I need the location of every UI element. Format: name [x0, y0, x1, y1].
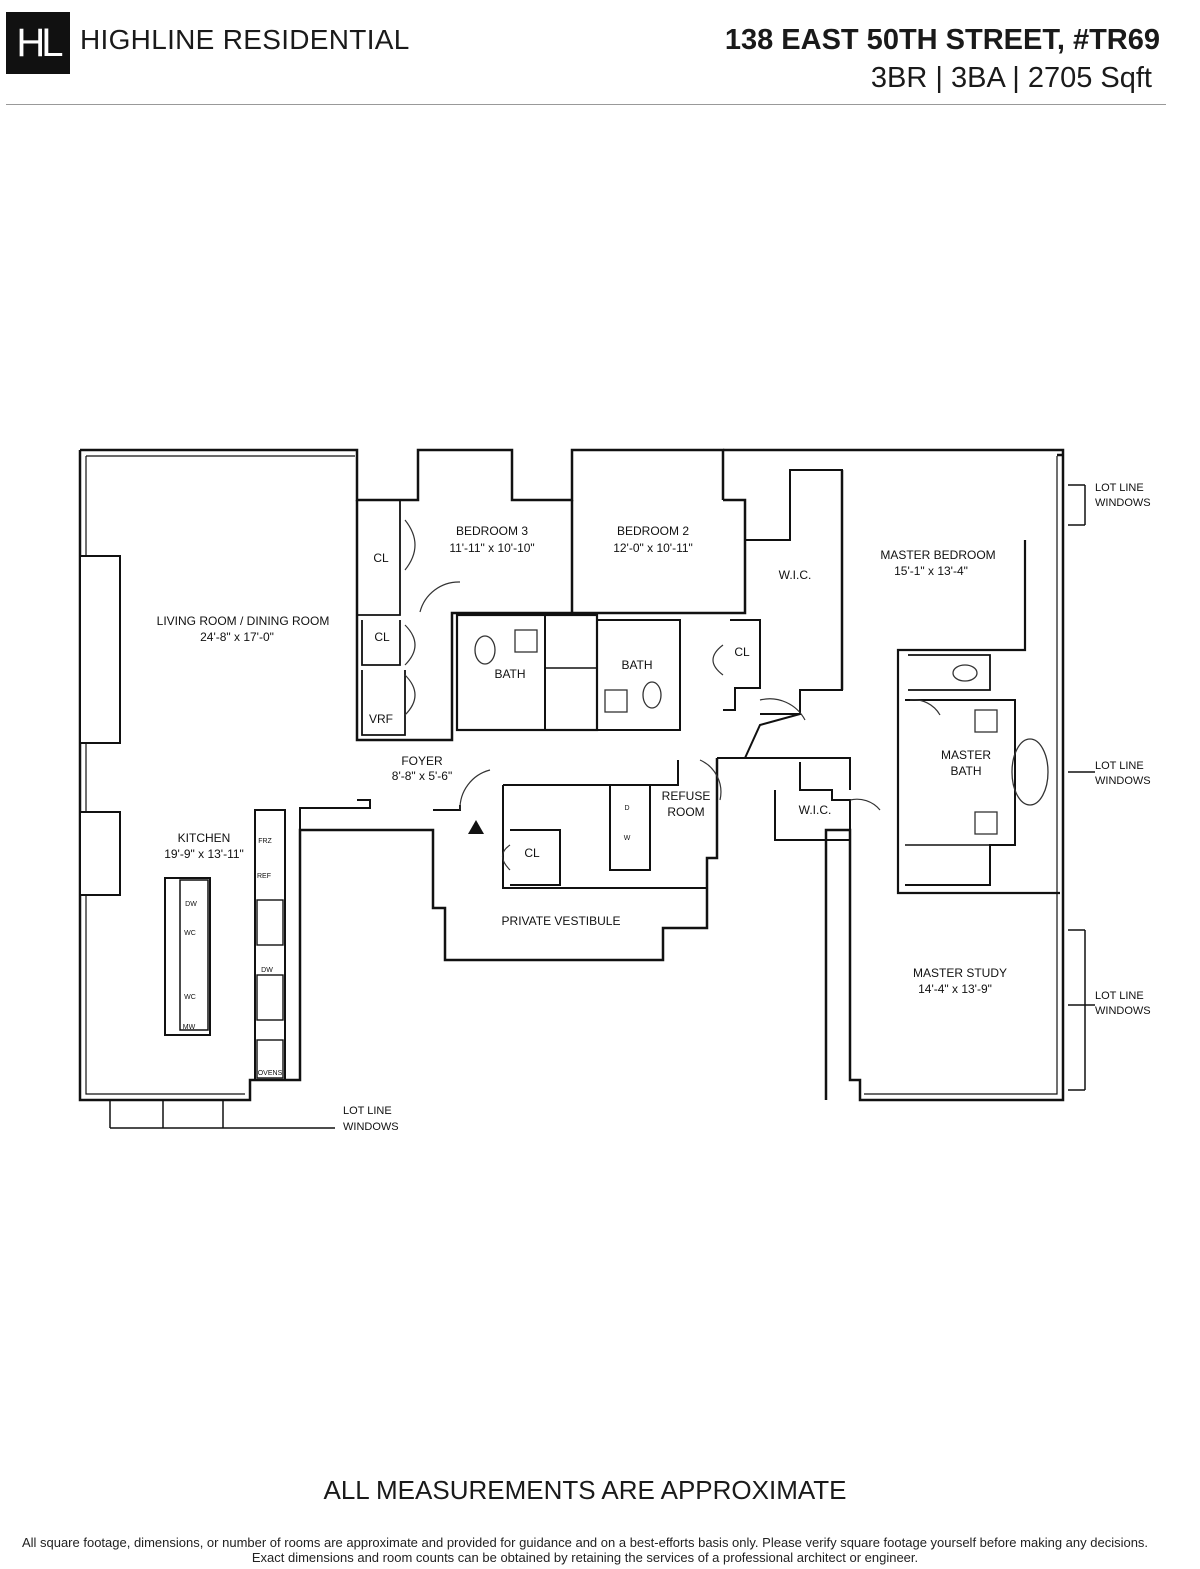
door-swings	[404, 519, 941, 871]
closet-label: CL	[373, 551, 389, 565]
refuse-room-label-2: ROOM	[667, 805, 704, 819]
bedroom-3-label: BEDROOM 3	[456, 524, 528, 538]
brand-name: HIGHLINE RESIDENTIAL	[80, 24, 410, 55]
bedroom-2-label: BEDROOM 2	[617, 524, 689, 538]
lot-line-windows-label: WINDOWS	[1095, 775, 1151, 787]
wine-cooler-label: WC	[184, 930, 196, 937]
closet-label: CL	[524, 846, 540, 860]
dishwasher-label: DW	[185, 901, 197, 908]
approximate-notice: ALL MEASUREMENTS ARE APPROXIMATE	[323, 1475, 847, 1505]
foyer-dims: 8'-8" x 5'-6"	[392, 769, 452, 783]
master-bedroom-dims: 15'-1" x 13'-4"	[894, 564, 968, 578]
dryer-label: D	[624, 805, 629, 812]
master-bath-label-1: MASTER	[941, 748, 991, 762]
kitchen-label: KITCHEN	[178, 831, 231, 845]
lot-line-label: LOT LINE	[343, 1105, 392, 1117]
bedroom-2-dims: 12'-0" x 10'-11"	[613, 541, 693, 555]
legal-disclaimer: All square footage, dimensions, or numbe…	[21, 1535, 1149, 1565]
dishwasher-label: DW	[261, 967, 273, 974]
lot-line-labels: LOT LINE WINDOWS LOT LINE WINDOWS LOT LI…	[343, 482, 1151, 1133]
kitchen-dims: 19'-9" x 13'-11"	[164, 847, 244, 861]
bath-label: BATH	[494, 667, 525, 681]
lot-line-label: LOT LINE	[1095, 760, 1144, 772]
master-bedroom-label: MASTER BEDROOM	[880, 548, 995, 562]
plan-small-labels: CL CL CL CL BATH BATH W.I.C. W.I.C. VRF	[369, 551, 831, 860]
living-room-dims: 24'-8" x 17'-0"	[200, 630, 274, 644]
walk-in-closet-label: W.I.C.	[779, 568, 812, 582]
lot-line-label: LOT LINE	[1095, 482, 1144, 494]
brand-logo: HL	[6, 12, 70, 74]
refrigerator-label: REF	[257, 873, 271, 880]
walk-in-closet-label: W.I.C.	[799, 803, 832, 817]
master-study-label: MASTER STUDY	[913, 966, 1007, 980]
lot-line-windows-label: WINDOWS	[1095, 1005, 1151, 1017]
bedroom-3-dims: 11'-11" x 10'-10"	[449, 541, 534, 555]
lot-line-windows-label: WINDOWS	[343, 1121, 399, 1133]
vrf-label: VRF	[369, 712, 393, 726]
property-specs: 3BR | 3BA | 2705 Sqft	[870, 62, 1152, 94]
closet-label: CL	[374, 630, 390, 644]
closet-label: CL	[734, 645, 750, 659]
master-study-dims: 14'-4" x 13'-9"	[918, 982, 992, 996]
lot-line-windows-label: WINDOWS	[1095, 497, 1151, 509]
master-bath-label-2: BATH	[950, 764, 981, 778]
bath-fixtures	[474, 629, 1049, 835]
lot-line-label: LOT LINE	[1095, 990, 1144, 1002]
freezer-label: FRZ	[258, 838, 272, 845]
private-vestibule-label: PRIVATE VESTIBULE	[502, 914, 621, 928]
bath-label: BATH	[621, 658, 652, 672]
refuse-room-label-1: REFUSE	[662, 789, 711, 803]
property-address: 138 EAST 50TH STREET, #TR69	[724, 24, 1160, 56]
lot-line-arrows	[109, 484, 1095, 1129]
room-labels: LIVING ROOM / DINING ROOM 24'-8" x 17'-0…	[157, 524, 1007, 996]
foyer-label: FOYER	[401, 754, 443, 768]
microwave-label: MW	[183, 1024, 196, 1031]
plan-walls	[78, 448, 1065, 1102]
wine-cooler-label: WC	[184, 994, 196, 1001]
entry-arrow-icon	[468, 820, 484, 834]
logo-mark: HL	[16, 21, 63, 65]
ovens-label: OVENS	[258, 1070, 283, 1077]
appliance-labels: FRZ REF DW WC WC MW DW OVENS D W	[183, 805, 631, 1077]
header-divider	[6, 104, 1166, 105]
washer-label: W	[624, 835, 631, 842]
living-room-label: LIVING ROOM / DINING ROOM	[157, 614, 330, 628]
